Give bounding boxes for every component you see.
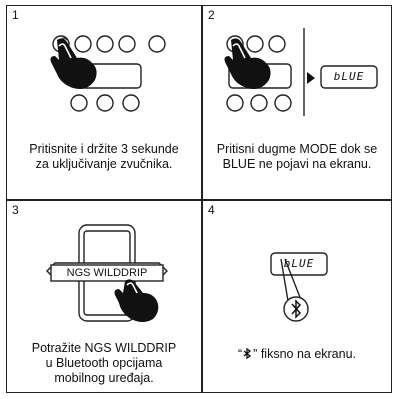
pointing-hand-icon bbox=[224, 38, 271, 89]
step-2-number: 2 bbox=[208, 8, 215, 22]
bluetooth-icon bbox=[291, 299, 302, 319]
instruction-grid: 1 Pritisnite i držite 3 sekunde za uk bbox=[6, 5, 392, 393]
step-4-caption-quote-open: “ bbox=[237, 347, 243, 361]
step-4-display-text: bLUE bbox=[283, 257, 315, 270]
speaker-control-panel-illustration bbox=[50, 35, 166, 112]
phone-illustration bbox=[46, 224, 168, 322]
step-2-caption-line-1: Pritisni dugme MODE dok se bbox=[216, 142, 378, 156]
step-3-caption-line-3: mobilnog uređaja. bbox=[54, 371, 154, 385]
step-3-caption-line-1: Potražite NGS WILDDRIP bbox=[31, 341, 177, 355]
mode-button-illustration bbox=[224, 28, 378, 116]
display-bluetooth-illustration bbox=[270, 252, 328, 322]
step-4-panel: 4 bLUE “ ” fiksno na ekranu. bbox=[202, 200, 392, 393]
step-1-panel: 1 Pritisnite i držite 3 sekunde za uk bbox=[6, 5, 202, 200]
step-2-display-text: bLUE bbox=[333, 70, 365, 83]
step-2-caption-line-2: BLUE ne pojavi na ekranu. bbox=[222, 157, 372, 171]
step-3-number: 3 bbox=[12, 203, 19, 217]
pointing-hand-icon bbox=[50, 37, 97, 89]
step-4-caption: “ ” fiksno na ekranu. bbox=[203, 347, 391, 362]
step-1-caption-line-2: za uključivanje zvučnika. bbox=[35, 157, 173, 171]
bluetooth-icon bbox=[243, 347, 252, 360]
step-1-caption: Pritisnite i držite 3 sekunde za uključi… bbox=[7, 142, 201, 172]
step-1-number: 1 bbox=[12, 8, 19, 22]
step-3-panel: 3 NGS WILDDRIP Potražite NGS WILDDRIP u … bbox=[6, 200, 202, 393]
phone-device-label: NGS WILDDRIP bbox=[66, 267, 148, 279]
step-3-caption-line-2: u Bluetooth opcijama bbox=[45, 356, 163, 370]
step-4-caption-quote-close: ” bbox=[253, 347, 258, 361]
step-3-caption: Potražite NGS WILDDRIP u Bluetooth opcij… bbox=[7, 341, 201, 386]
step-4-number: 4 bbox=[208, 203, 215, 217]
pointing-hand-icon bbox=[114, 279, 159, 322]
step-2-caption: Pritisni dugme MODE dok se BLUE ne pojav… bbox=[203, 142, 391, 172]
step-1-caption-line-1: Pritisnite i držite 3 sekunde bbox=[29, 142, 179, 156]
step-2-panel: 2 bLUE Pritisni dugme MODE dok se B bbox=[202, 5, 392, 200]
step-4-caption-text: fiksno na ekranu. bbox=[260, 347, 357, 361]
